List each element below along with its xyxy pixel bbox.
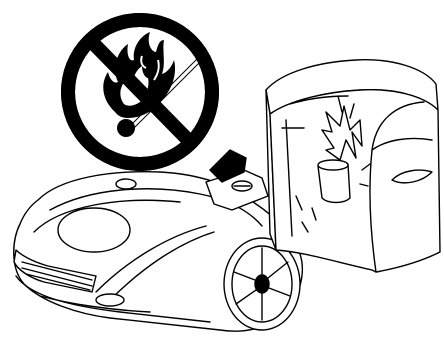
burning-container-icon bbox=[266, 60, 440, 272]
vacuum-cleaner-icon bbox=[14, 150, 303, 331]
cup-icon bbox=[318, 160, 350, 203]
flame-icon bbox=[103, 32, 175, 118]
vacuum-lid bbox=[58, 208, 130, 252]
power-button bbox=[116, 179, 136, 189]
no-fire-sign bbox=[68, 20, 212, 164]
front-wheel bbox=[96, 294, 124, 306]
